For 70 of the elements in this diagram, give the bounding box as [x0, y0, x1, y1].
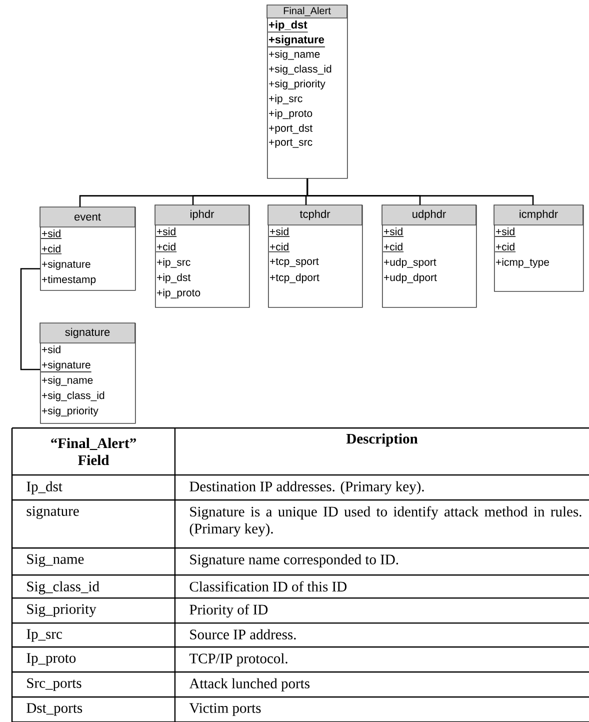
- attribute-text: +sid: [156, 228, 177, 237]
- description-text: Source IP address.: [190, 629, 296, 640]
- attribute-text: +tcp_sport: [270, 258, 319, 268]
- attribute-text: +sid: [40, 230, 62, 239]
- class-name: signature: [65, 328, 110, 338]
- field-name: Dst_ports: [26, 703, 82, 716]
- attribute-text: +ip_dst: [157, 273, 191, 284]
- attribute-text: +port_src: [269, 138, 312, 148]
- attribute-text: +ip_src: [269, 94, 302, 104]
- attribute-text: +ip_proto: [269, 109, 312, 120]
- attribute-text: +sid: [42, 346, 60, 354]
- class-box: [494, 204, 584, 292]
- attribute-text: +port_dst: [269, 124, 312, 134]
- field-name: Ip_dst: [26, 481, 62, 494]
- attribute-text: +icmp_type: [496, 258, 549, 268]
- connector-line: [306, 178, 534, 205]
- attribute-text: +cid: [268, 242, 290, 252]
- class-box: [40, 322, 136, 424]
- description-text: Signature is a unique ID used to identify attack method in rules. (Primary key).: [190, 506, 582, 537]
- description-text: Attack lunched ports: [189, 678, 310, 692]
- attribute-text: +tcp_dport: [270, 273, 320, 284]
- field-name: Ip_proto: [26, 653, 76, 666]
- column-header: Description: [346, 433, 418, 447]
- class-name: Final_Alert: [284, 6, 331, 16]
- field-name: Sig_name: [27, 554, 84, 567]
- attribute-text: +ip_proto: [157, 288, 200, 298]
- connector-line: [20, 268, 40, 370]
- class-box: [154, 204, 250, 308]
- column-header: “Final_Alert” Field: [51, 438, 136, 466]
- field-name: Sig_class_id: [27, 581, 100, 594]
- description-text: Classification ID of this ID: [190, 581, 346, 592]
- field-name: Sig_priority: [27, 604, 96, 617]
- attribute-text: +timestamp: [42, 275, 96, 286]
- attribute-text: +sid: [382, 228, 404, 237]
- attribute-text: +signature: [42, 260, 90, 270]
- class-box: [40, 206, 136, 291]
- attribute-text: +sid: [494, 228, 516, 237]
- description-text: Destination IP addresses. (Primary key).: [190, 481, 424, 494]
- attribute-text: +sid: [268, 228, 290, 237]
- attribute-text: +ip_dst: [268, 20, 308, 32]
- description-text: Victim ports: [189, 703, 261, 716]
- class-box: [382, 204, 477, 308]
- attribute-text: +cid: [40, 244, 62, 254]
- description-text: Priority of ID: [190, 604, 268, 618]
- attribute-text: +sig_class_id: [269, 64, 332, 75]
- class-name: icmphdr: [520, 210, 558, 220]
- attribute-text: +signature: [268, 35, 326, 48]
- description-text: Signature name corresponded to ID.: [190, 554, 398, 568]
- attribute-text: +cid: [494, 242, 516, 252]
- field-name: Src_ports: [27, 678, 82, 691]
- attribute-text: +signature: [40, 360, 92, 372]
- attribute-text: +sig_name: [42, 376, 93, 386]
- attribute-text: +sig_priority: [42, 406, 98, 416]
- attribute-text: +sig_class_id: [42, 391, 104, 402]
- class-name: tcphdr: [300, 210, 330, 220]
- attribute-text: +sig_priority: [269, 80, 326, 90]
- attribute-text: +cid: [156, 242, 177, 252]
- class-box: [266, 4, 348, 179]
- field-name: Ip_src: [26, 629, 62, 642]
- class-name: event: [74, 213, 101, 221]
- class-name: iphdr: [190, 210, 214, 220]
- field-name: signature: [26, 506, 79, 519]
- attribute-text: +cid: [382, 242, 404, 252]
- attribute-text: +ip_src: [157, 258, 190, 268]
- attribute-text: +udp_dport: [384, 273, 437, 284]
- attribute-text: +udp_sport: [384, 258, 436, 268]
- class-name: udphdr: [412, 210, 446, 220]
- attribute-text: +sig_name: [269, 50, 320, 60]
- description-text: TCP/IP protocol.: [189, 653, 288, 666]
- class-box: [268, 204, 363, 308]
